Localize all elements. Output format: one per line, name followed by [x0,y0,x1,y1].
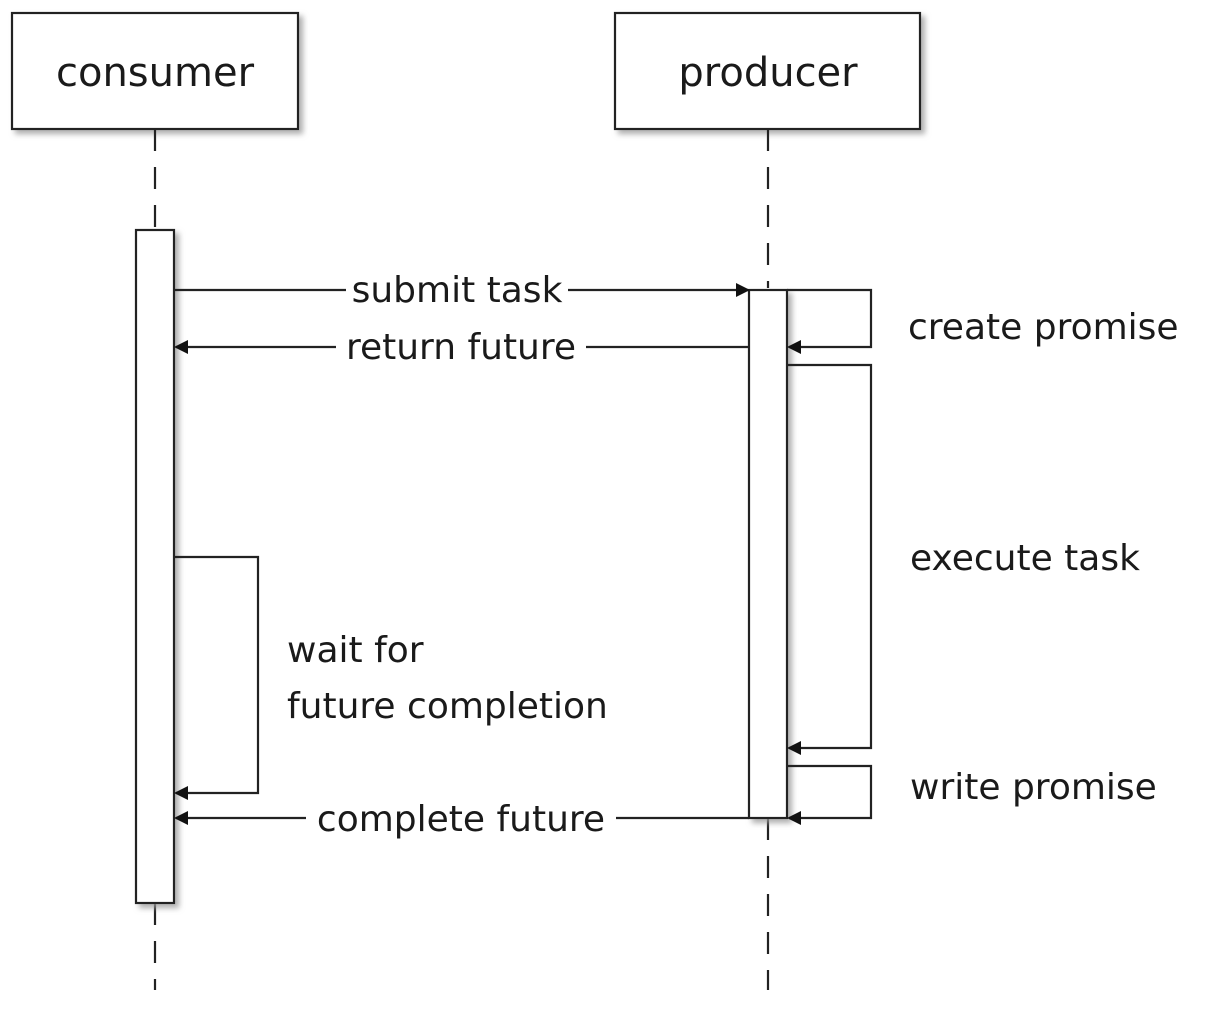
message-complete-future-label: complete future [317,799,605,840]
activation-producer [747,288,789,820]
participant-producer-label: producer [678,50,858,96]
message-submit-task-label: submit task [352,270,563,311]
participant-producer: producer [613,11,922,131]
self-call-wait-label-line2: future completion [287,686,608,727]
message-complete-future: complete future [174,797,749,840]
self-call-create-promise-label: create promise [908,307,1179,348]
self-call-execute-task-label: execute task [910,538,1140,579]
activation-consumer [134,228,176,905]
self-call-create-promise: create promise [787,288,1179,354]
message-submit-task: submit task [174,268,750,311]
participant-consumer: consumer [10,11,300,131]
participant-consumer-label: consumer [56,50,255,96]
self-call-write-promise-label: write promise [910,767,1157,808]
self-call-wait: wait for future completion [174,555,608,800]
message-return-future-label: return future [346,327,576,368]
self-call-write-promise: write promise [787,764,1157,825]
self-call-execute-task: execute task [787,363,1140,755]
message-return-future: return future [174,325,749,368]
self-call-wait-label-line1: wait for [287,630,424,671]
